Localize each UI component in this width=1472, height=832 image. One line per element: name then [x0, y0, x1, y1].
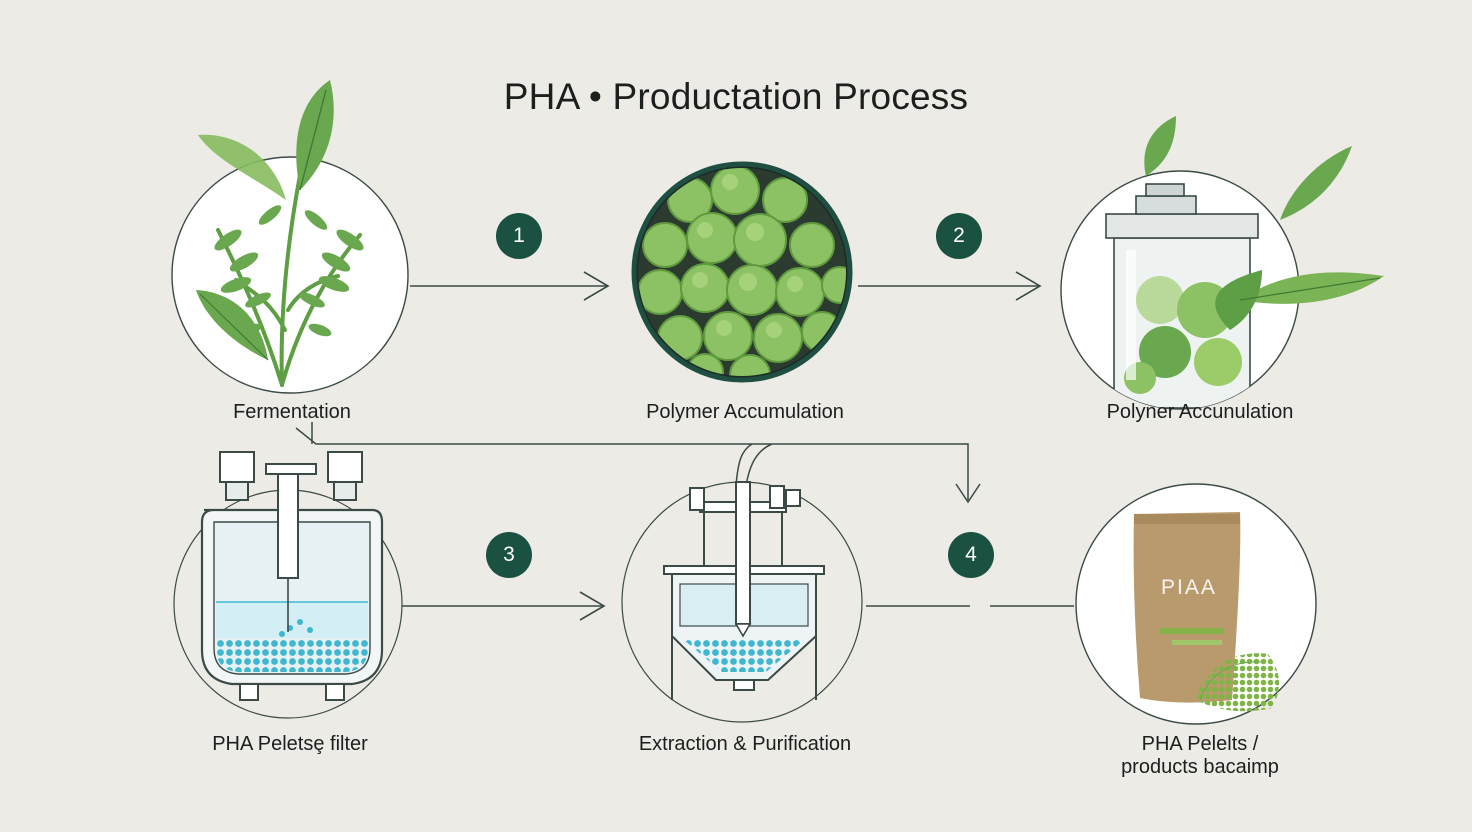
polymer-granules-illustration: [631, 161, 853, 383]
label-products-line2: products bacaimp: [1121, 756, 1279, 778]
bag-label: PIAA: [1161, 576, 1217, 599]
step-badge-2: 2: [936, 213, 982, 259]
fermentation-plant-illustration: [171, 80, 409, 394]
step-badge-3: 3: [486, 532, 532, 578]
product-bag-illustration: [1075, 483, 1317, 725]
step-badge-4: 4: [948, 532, 994, 578]
polymer-jar-illustration: [1060, 116, 1384, 410]
extraction-tank-illustration: [621, 481, 863, 723]
connector-1: [410, 271, 610, 301]
label-pellets-filter: PHA Peletsȩ filter: [212, 733, 368, 755]
routing-line: [295, 422, 981, 504]
connector-2: [858, 271, 1042, 301]
label-polymer-accumulation-1: Polymer Accumulation: [646, 401, 844, 423]
label-polymer-accumulation-2: Polyner Accunulation: [1106, 401, 1294, 423]
connector-3: [402, 591, 606, 621]
page-title: PHA • Productation Process: [503, 76, 969, 117]
label-extraction: Extraction & Purification: [638, 733, 852, 755]
step-badge-1: 1: [496, 213, 542, 259]
label-fermentation: Fermentation: [233, 401, 351, 423]
bioreactor-illustration: [173, 451, 403, 719]
label-products-line1: PHA Pelelts /: [1141, 733, 1259, 755]
